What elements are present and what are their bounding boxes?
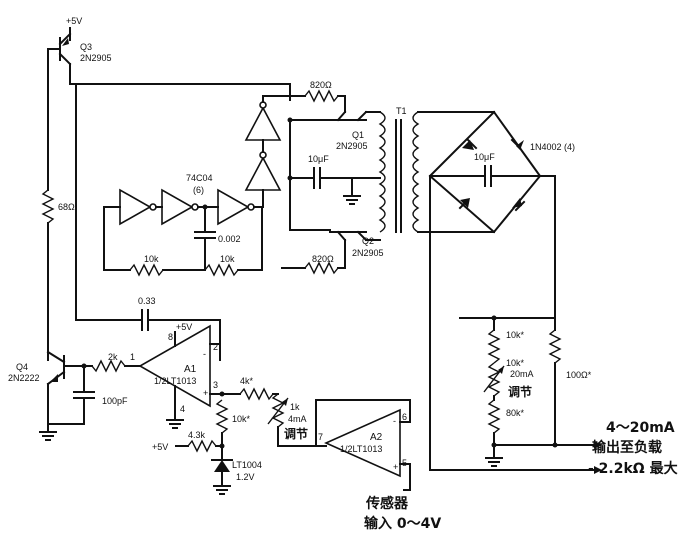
r10k-top-label: 10k* xyxy=(506,330,525,340)
inverter-1 xyxy=(119,188,157,226)
inverter-4 xyxy=(244,101,282,141)
r1k-note: 4mA xyxy=(288,414,307,424)
adjust-label-right: 调节 xyxy=(508,384,532,399)
r80k-label: 80k* xyxy=(506,408,525,418)
q3-part: 2N2905 xyxy=(80,53,112,63)
c10u-b-label: 10μF xyxy=(474,152,495,162)
r2k-resistor xyxy=(91,359,126,373)
r2k-label: 2k xyxy=(108,352,118,362)
r10kstar-label: 10k* xyxy=(232,414,251,424)
q4-ref: Q4 xyxy=(16,362,28,372)
a1-minus: - xyxy=(203,349,206,359)
lt1004-volt: 1.2V xyxy=(236,472,255,482)
r4k-label: 4k* xyxy=(240,376,254,386)
c033-label: 0.33 xyxy=(138,296,156,306)
inverter-pin-label: (6) xyxy=(193,185,204,195)
supply-label-a1: +5V xyxy=(176,322,192,332)
q4-part: 2N2222 xyxy=(8,373,40,383)
inverter-5 xyxy=(244,151,282,191)
c100p-label: 100pF xyxy=(102,396,128,406)
c10u-a-label: 10μF xyxy=(308,154,329,164)
r10k-a-resistor xyxy=(129,263,164,277)
r43k-resistor xyxy=(187,439,217,453)
opamp-a2 xyxy=(324,408,401,478)
r10k-a-label: 10k xyxy=(144,254,159,264)
bridge-rectifier xyxy=(428,110,542,234)
a1-pin1: 1 xyxy=(130,352,135,362)
sensor-line1: 传感器 xyxy=(365,495,409,512)
diode-label: 1N4002 (4) xyxy=(530,142,575,152)
supply-label-top: +5V xyxy=(66,16,82,26)
lt1004-label: LT1004 xyxy=(232,460,262,470)
q2-transistor xyxy=(329,230,368,242)
r1k-label: 1k xyxy=(290,402,300,412)
inverter-3 xyxy=(217,188,255,226)
a1-ref: A1 xyxy=(184,364,197,375)
q1-part: 2N2905 xyxy=(336,141,368,151)
r10k-b-resistor xyxy=(204,263,239,277)
t1-label: T1 xyxy=(396,106,407,116)
a2-minus: - xyxy=(393,416,396,426)
q2-part: 2N2905 xyxy=(352,248,384,258)
a2-plus: + xyxy=(393,462,398,472)
a2-ref: A2 xyxy=(370,432,383,443)
r68-resistor xyxy=(41,189,55,224)
c002-label: 0.002 xyxy=(218,234,241,244)
a1-pin2: 2 xyxy=(213,342,218,352)
r820-b-resistor xyxy=(304,261,339,275)
q2-ref: Q2 xyxy=(362,236,374,246)
output-line3: - 2.2kΩ 最大 xyxy=(588,460,678,477)
r4k-resistor xyxy=(239,387,274,401)
r10k-mid-label: 10k* xyxy=(506,358,525,368)
a2-pin6: 6 xyxy=(402,412,407,422)
r820-b-label: 820Ω xyxy=(312,254,334,264)
r820-a-label: 820Ω xyxy=(310,80,332,90)
r68-label: 68Ω xyxy=(58,202,75,212)
r80k-resistor xyxy=(487,399,501,434)
a1-plus: + xyxy=(203,388,208,398)
inverter-part-label: 74C04 xyxy=(186,173,213,183)
q3-transistor xyxy=(47,27,72,85)
output-line1: 4～20mA xyxy=(606,420,675,436)
sensor-line2: 输入 0～4V xyxy=(364,515,441,532)
a1-pin3: 3 xyxy=(213,380,218,390)
zener-lt1004 xyxy=(214,460,230,472)
q3-ref: Q3 xyxy=(80,42,92,52)
r820-a-resistor xyxy=(304,89,339,103)
output-line2: 输出至负载 xyxy=(592,439,662,456)
r10k-mid-note: 20mA xyxy=(510,369,534,379)
supply-label-ref: +5V xyxy=(152,442,168,452)
r100-label: 100Ω* xyxy=(566,370,592,380)
a2-part: 1/2LT1013 xyxy=(340,444,382,454)
a2-pin7: 7 xyxy=(318,432,323,442)
r10k-top-resistor xyxy=(487,329,501,364)
q1-transistor xyxy=(329,110,381,122)
adjust-label-left: 调节 xyxy=(284,426,308,441)
q1-ref: Q1 xyxy=(352,130,364,140)
r10kstar-resistor xyxy=(215,399,229,434)
a1-part: 1/2LT1013 xyxy=(154,376,196,386)
transformer-t1 xyxy=(378,111,420,233)
a1-pin8: 8 xyxy=(168,332,173,342)
q4-transistor xyxy=(46,350,66,386)
r43k-label: 4.3k xyxy=(188,430,206,440)
a1-pin4: 4 xyxy=(180,404,185,414)
r100-resistor xyxy=(548,329,562,364)
inverter-2 xyxy=(161,188,199,226)
r10k-b-label: 10k xyxy=(220,254,235,264)
